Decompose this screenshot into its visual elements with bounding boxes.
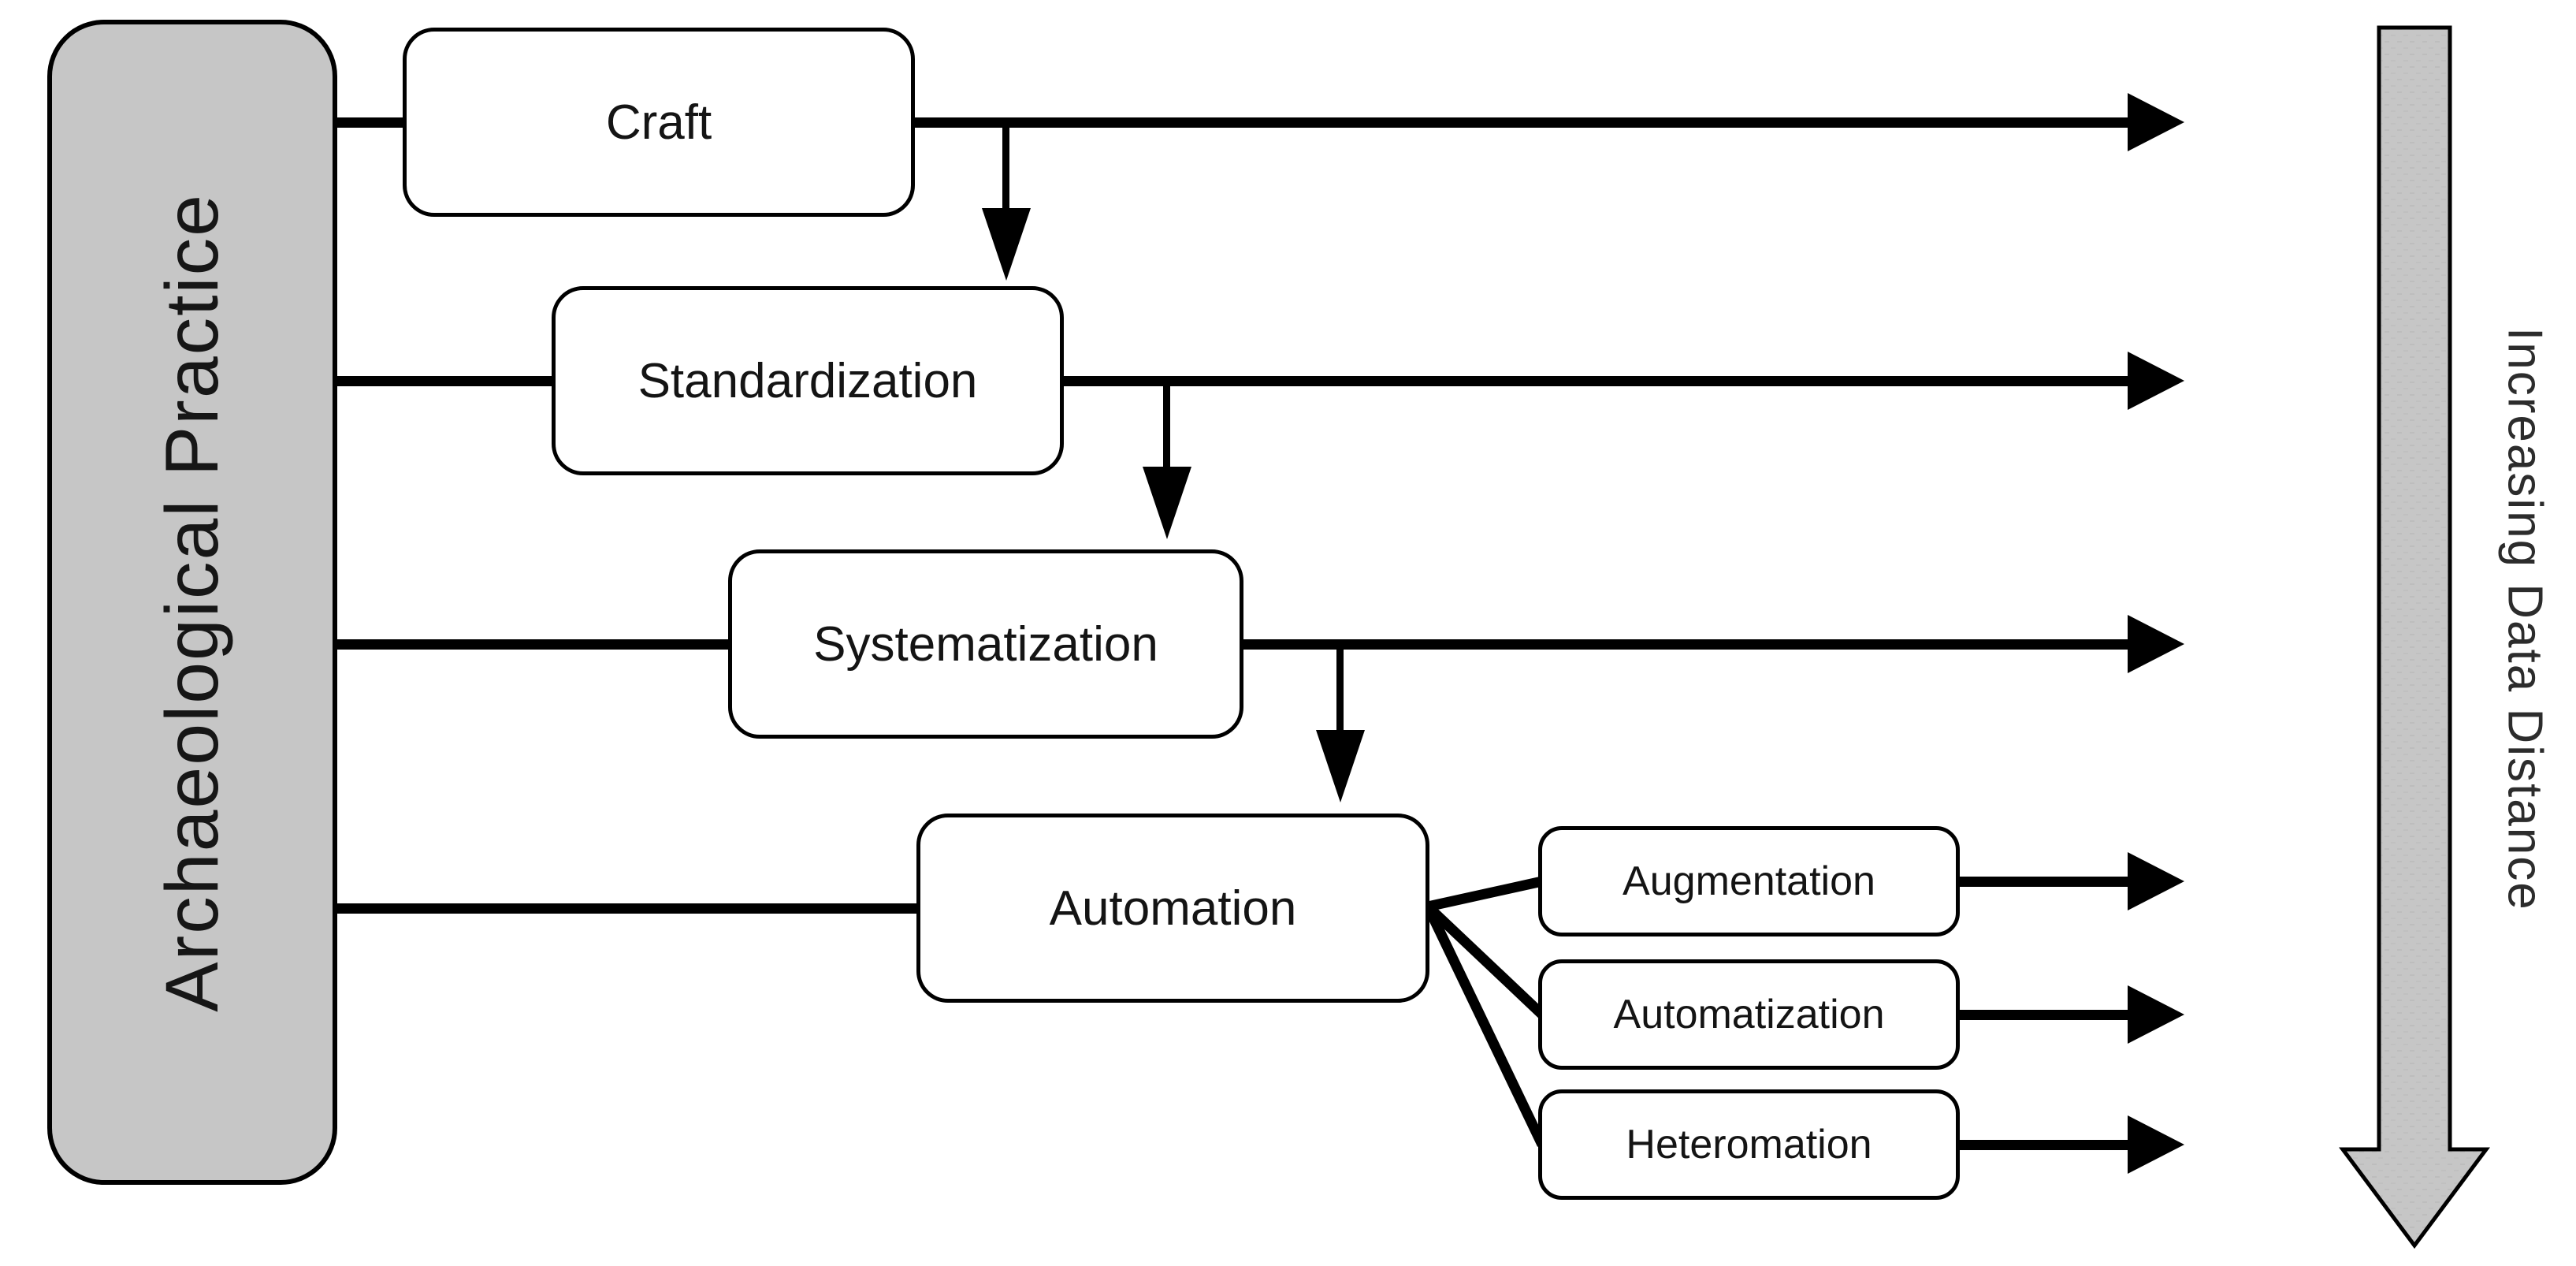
mode-box-automatization: Automatization: [1538, 959, 1960, 1070]
arrowhead-right-systematization-icon: [2128, 615, 2184, 673]
fan-line-automation-to-automatization: [1424, 903, 1546, 1018]
increasing-data-distance-label: Increasing Data Distance: [2497, 326, 2552, 911]
arrow-shaft-automatization: [1956, 1010, 2132, 1020]
connector-practice-to-automation: [335, 903, 924, 914]
mode-label-heteromation: Heteromation: [1626, 1122, 1872, 1167]
connector-practice-to-standardization: [335, 376, 559, 386]
level-box-craft: Craft: [403, 28, 915, 217]
archaeological-practice-panel: Archaeological Practice: [47, 20, 337, 1185]
connector-practice-to-craft: [335, 117, 410, 128]
step-arrow-standardization-to-systematization: [1163, 381, 1170, 474]
arrowhead-right-craft-icon: [2128, 93, 2184, 151]
level-label-systematization: Systematization: [813, 616, 1158, 672]
archaeological-practice-label: Archaeological Practice: [150, 192, 234, 1012]
arrowhead-right-augmentation-icon: [2128, 852, 2184, 910]
fan-line-automation-to-heteromation: [1423, 904, 1547, 1147]
arrow-shaft-standardization: [1059, 376, 2132, 386]
arrow-shaft-systematization: [1239, 639, 2132, 650]
increasing-data-distance-labelbox: Increasing Data Distance: [2481, 292, 2569, 946]
mode-label-automatization: Automatization: [1613, 992, 1885, 1037]
mode-box-augmentation: Augmentation: [1538, 826, 1960, 936]
level-label-standardization: Standardization: [637, 353, 978, 408]
level-label-craft: Craft: [605, 95, 712, 150]
arrow-shaft-heteromation: [1956, 1140, 2132, 1150]
level-box-systematization: Systematization: [728, 549, 1243, 739]
mode-label-augmentation: Augmentation: [1623, 858, 1875, 904]
step-arrow-craft-to-standardization: [1002, 122, 1009, 215]
arrowhead-down-icon: [1143, 467, 1191, 539]
arrowhead-right-standardization-icon: [2128, 352, 2184, 410]
connector-practice-to-systematization: [335, 639, 736, 650]
mode-box-heteromation: Heteromation: [1538, 1089, 1960, 1200]
arrowhead-down-icon: [982, 208, 1031, 281]
arrowhead-down-icon: [1316, 730, 1365, 802]
level-label-automation: Automation: [1049, 881, 1297, 936]
arrow-shaft-craft: [910, 117, 2132, 128]
level-box-automation: Automation: [916, 814, 1429, 1003]
level-box-standardization: Standardization: [552, 286, 1064, 475]
fan-line-automation-to-augmentation: [1426, 876, 1544, 912]
step-arrow-systematization-to-automation: [1336, 644, 1344, 737]
arrowhead-right-automatization-icon: [2128, 985, 2184, 1044]
arrowhead-right-heteromation-icon: [2128, 1115, 2184, 1174]
increasing-data-distance-arrow: [2339, 25, 2490, 1249]
arrow-shaft-augmentation: [1956, 877, 2132, 887]
